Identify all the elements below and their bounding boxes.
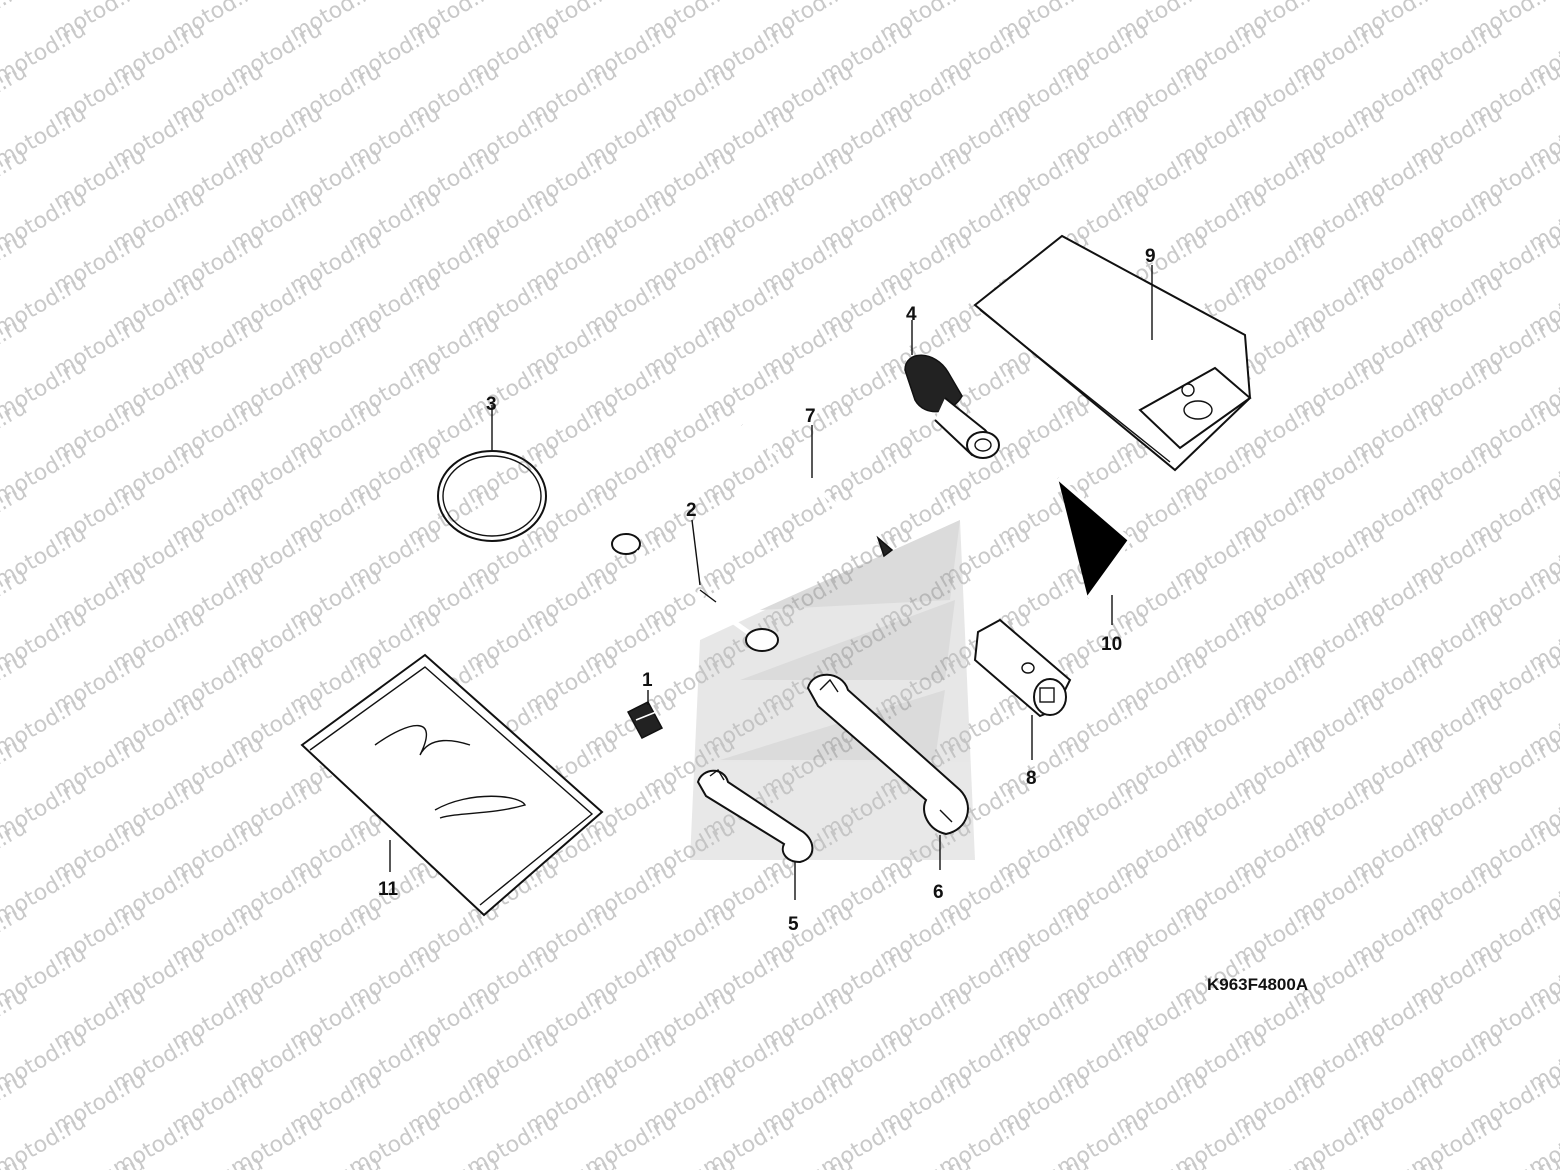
callout-9: 9: [1145, 246, 1156, 267]
part-11-document-bag: [300, 653, 604, 917]
watermark-text: motod.ru: [1348, 1151, 1448, 1170]
part-9-tool-bag: [973, 234, 1252, 472]
part-4-screwdriver-handle: [904, 320, 1000, 459]
part-2-box-wrench: [611, 519, 779, 652]
diagram-code: K963F4800A: [1207, 975, 1308, 994]
part-3-o-ring: [437, 405, 547, 542]
part-1-fuse: [626, 690, 664, 739]
watermark-text: motod.ru: [1112, 1151, 1212, 1170]
callout-5: 5: [788, 914, 799, 935]
callout-labels: 1 2 3 4 5 6 7 8 9 10 11: [378, 246, 1156, 935]
watermark-text: motod.ru: [994, 1151, 1094, 1170]
watermark-text: motod.ru: [522, 1151, 622, 1170]
watermark-text: motod.ru: [168, 1151, 268, 1170]
watermark-text: motod.ru: [286, 1151, 386, 1170]
callout-4: 4: [906, 304, 917, 325]
callout-3: 3: [486, 394, 497, 415]
part-7-screwdriver-bit: [740, 423, 894, 558]
watermark-text: motod.ru: [876, 1151, 976, 1170]
watermark-text: motod.ru: [50, 1151, 150, 1170]
part-6-open-end-wrench: [806, 673, 969, 870]
callout-7: 7: [805, 406, 816, 427]
part-10-hex-key: [1056, 476, 1133, 625]
callout-8: 8: [1026, 768, 1037, 789]
watermark-text: motod.ru: [1230, 1151, 1330, 1170]
part-8-plug-wrench: [973, 618, 1072, 760]
watermark-text: motod.ru: [404, 1151, 504, 1170]
watermark-text: motod.ru: [640, 1151, 740, 1170]
callout-2: 2: [686, 500, 697, 521]
part-5-small-wrench: [696, 768, 814, 900]
watermark-text: motod.ru: [758, 1151, 858, 1170]
callout-1: 1: [642, 670, 653, 691]
callout-11: 11: [378, 879, 399, 900]
watermark-text: motod.ru: [0, 0, 31, 47]
callout-10: 10: [1101, 634, 1122, 655]
callout-6: 6: [933, 882, 944, 903]
